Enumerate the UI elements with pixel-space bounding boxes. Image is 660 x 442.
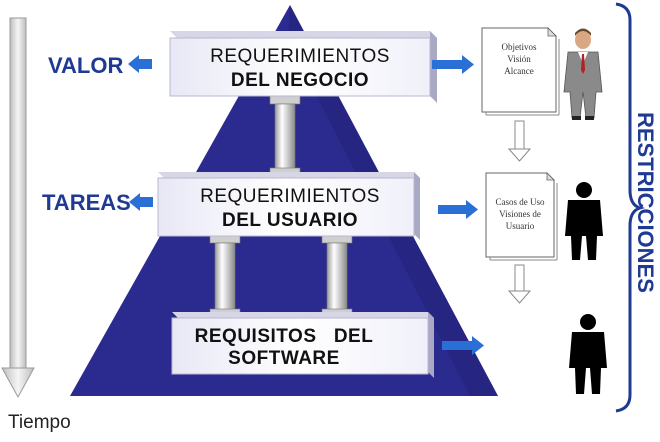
person-icon-1 [565, 182, 603, 260]
business-doc-line1: Objetivos [502, 42, 537, 52]
down-arrow-2-icon [507, 264, 532, 304]
column-top [269, 95, 301, 175]
businessman-icon [563, 28, 603, 120]
valor-label: VALOR [48, 53, 123, 78]
user-box-line1: REQUERIMIENTOS [200, 186, 380, 207]
business-box-line1: REQUERIMIENTOS [210, 46, 390, 67]
business-doc-line2: Visión [507, 54, 531, 64]
time-label: Tiempo [8, 412, 71, 433]
business-right-arrow-icon [432, 55, 474, 74]
user-requirements-box: REQUERIMIENTOS DEL USUARIO [157, 172, 420, 240]
user-right-arrow-icon [438, 200, 478, 219]
valor-arrow-icon [128, 55, 152, 73]
software-right-arrow-icon [442, 336, 484, 355]
time-arrow [1, 17, 35, 399]
user-document-icon [485, 172, 558, 261]
restrictions-label: RESTRICCIONES [633, 112, 658, 293]
person-icon-2 [569, 314, 607, 394]
down-arrow-1-icon [507, 120, 532, 162]
software-box-line1: REQUISITOS DEL [195, 326, 374, 347]
restrictions-brace [615, 2, 646, 413]
business-box-line2: DEL NEGOCIO [231, 70, 369, 91]
business-document-icon [481, 27, 560, 116]
user-doc-line1: Casos de Uso [496, 197, 545, 207]
tareas-label: TAREAS [42, 190, 131, 215]
tareas-arrow-icon [129, 193, 153, 211]
user-box-line2: DEL USUARIO [222, 210, 358, 231]
software-box-line2: SOFTWARE [228, 348, 340, 369]
business-doc-line3: Alcance [504, 66, 533, 76]
user-doc-line3: Usuario [506, 221, 535, 231]
user-doc-line2: Visiones de [499, 209, 541, 219]
business-requirements-box: REQUERIMIENTOS DEL NEGOCIO [169, 31, 437, 103]
software-requirements-box: REQUISITOS DEL SOFTWARE [171, 312, 434, 378]
